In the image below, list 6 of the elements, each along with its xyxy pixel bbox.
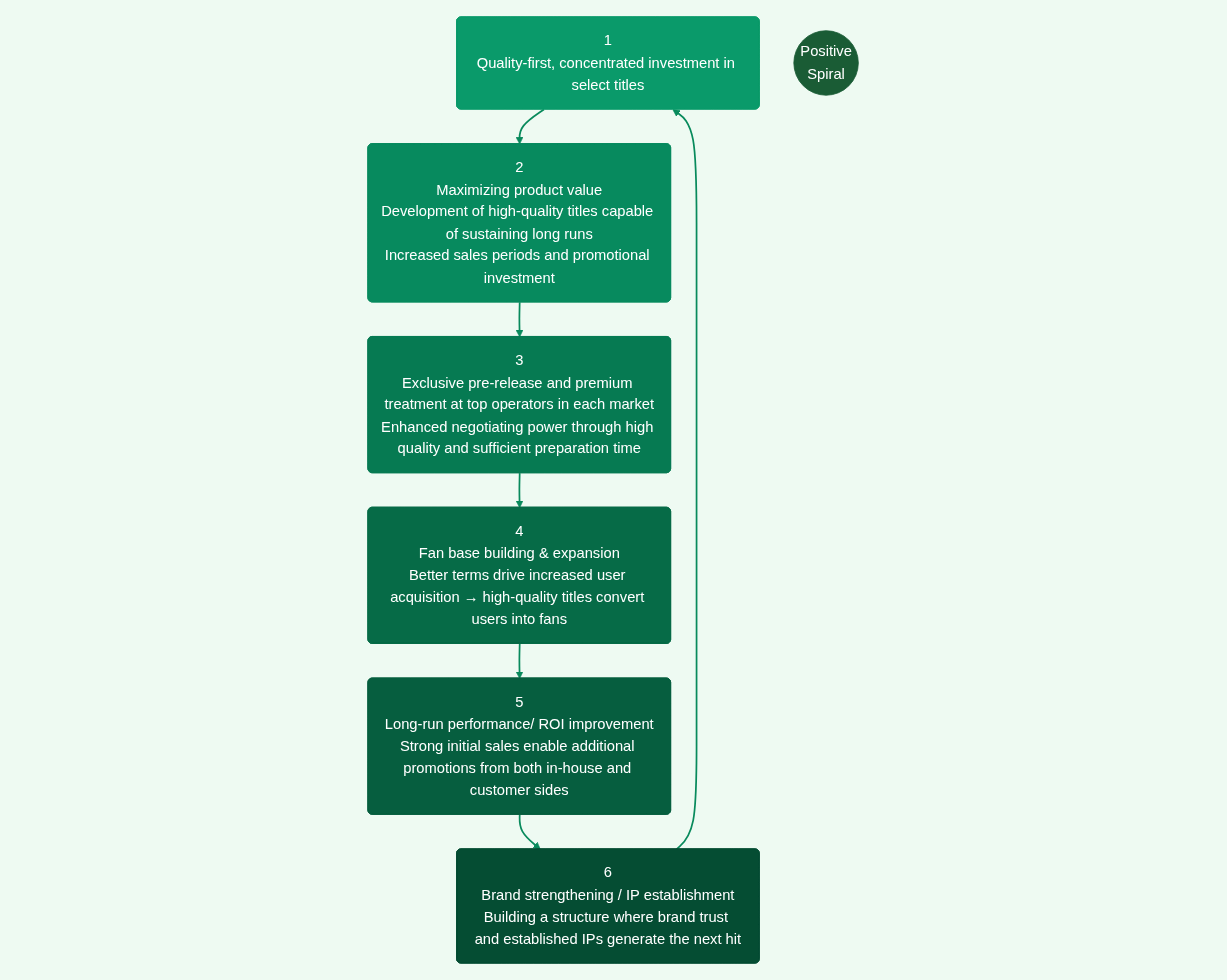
arrow	[516, 108, 546, 145]
arrow	[519, 813, 542, 850]
arrow	[516, 472, 524, 509]
arrow	[516, 301, 524, 338]
arrow	[516, 643, 524, 679]
node-circle: Positive Spiral	[793, 30, 860, 96]
